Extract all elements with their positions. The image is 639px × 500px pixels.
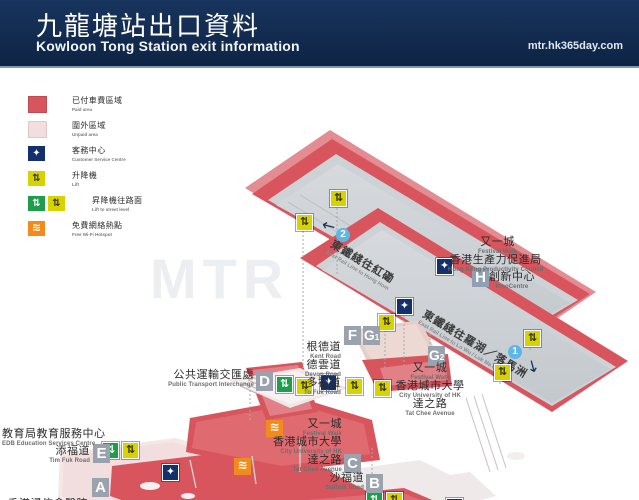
exit-badge-B[interactable]: B (366, 474, 383, 493)
lift-icon[interactable]: ⇅ (374, 380, 391, 397)
exit-badge-G1[interactable]: G1 (363, 326, 380, 345)
lift-to-street-icon: ⇅ (28, 196, 45, 211)
customer-service-centre-icon[interactable]: ✦ (162, 464, 179, 481)
wifi-hotspot-icon: ≋ (28, 221, 45, 236)
exit-badge-E[interactable]: E (93, 444, 110, 463)
line-number-2: 2 (336, 228, 350, 242)
lift-icon: ⇅ (48, 196, 65, 211)
lift-icon: ⇅ (28, 171, 45, 186)
lift-icon[interactable]: ⇅ (296, 214, 313, 231)
lift-icon[interactable]: ⇅ (386, 492, 403, 500)
exit-badge-C[interactable]: C (344, 454, 361, 473)
line-number-1: 1 (508, 345, 522, 359)
lift-icon[interactable]: ⇅ (378, 314, 395, 331)
lift-icon[interactable]: ⇅ (494, 364, 511, 381)
customer-service-centre-icon[interactable]: ✦ (446, 498, 463, 500)
customer-service-centre-icon: ✦ (28, 146, 45, 161)
customer-service-centre-icon[interactable]: ✦ (436, 258, 453, 275)
mtr-watermark: MTR (150, 247, 290, 310)
page-header: 九龍塘站出口資料 Kowloon Tong Station exit infor… (0, 0, 639, 68)
page-title-english: Kowloon Tong Station exit information (36, 38, 300, 54)
lift-to-street-icon[interactable]: ⇅ (276, 376, 293, 393)
station-map: MTR (0, 68, 639, 500)
lift-icon[interactable]: ⇅ (330, 190, 347, 207)
east-rail-platform-lower (300, 208, 628, 412)
page-title-chinese: 九龍塘站出口資料 (36, 12, 261, 42)
wifi-hotspot-icon: ≋ (234, 458, 251, 475)
exit-badge-H[interactable]: H (472, 268, 489, 287)
lift-icon[interactable]: ⇅ (524, 330, 541, 347)
exit-badge-D[interactable]: D (256, 372, 273, 391)
label-hk-baptist-hospital: 香港浸信會醫院Hong Kong Baptist Hospital (2, 498, 88, 500)
lift-icon[interactable]: ⇅ (296, 378, 313, 395)
site-url: mtr.hk365day.com (527, 40, 623, 52)
lift-icon[interactable]: ⇅ (122, 442, 139, 459)
lift-icon[interactable]: ⇅ (346, 378, 363, 395)
lift-to-street-icon[interactable]: ⇅ (366, 492, 383, 500)
unpaid-area-swatch (28, 121, 47, 138)
exit-badge-A[interactable]: A (92, 478, 109, 497)
paid-area-swatch (28, 96, 47, 113)
exit-badge-G2[interactable]: G2 (428, 346, 445, 365)
wifi-hotspot-icon: ≋ (266, 420, 283, 437)
customer-service-centre-icon[interactable]: ✦ (396, 298, 413, 315)
customer-service-centre-icon[interactable]: ✦ (320, 374, 337, 391)
exit-badge-F[interactable]: F (344, 326, 361, 345)
